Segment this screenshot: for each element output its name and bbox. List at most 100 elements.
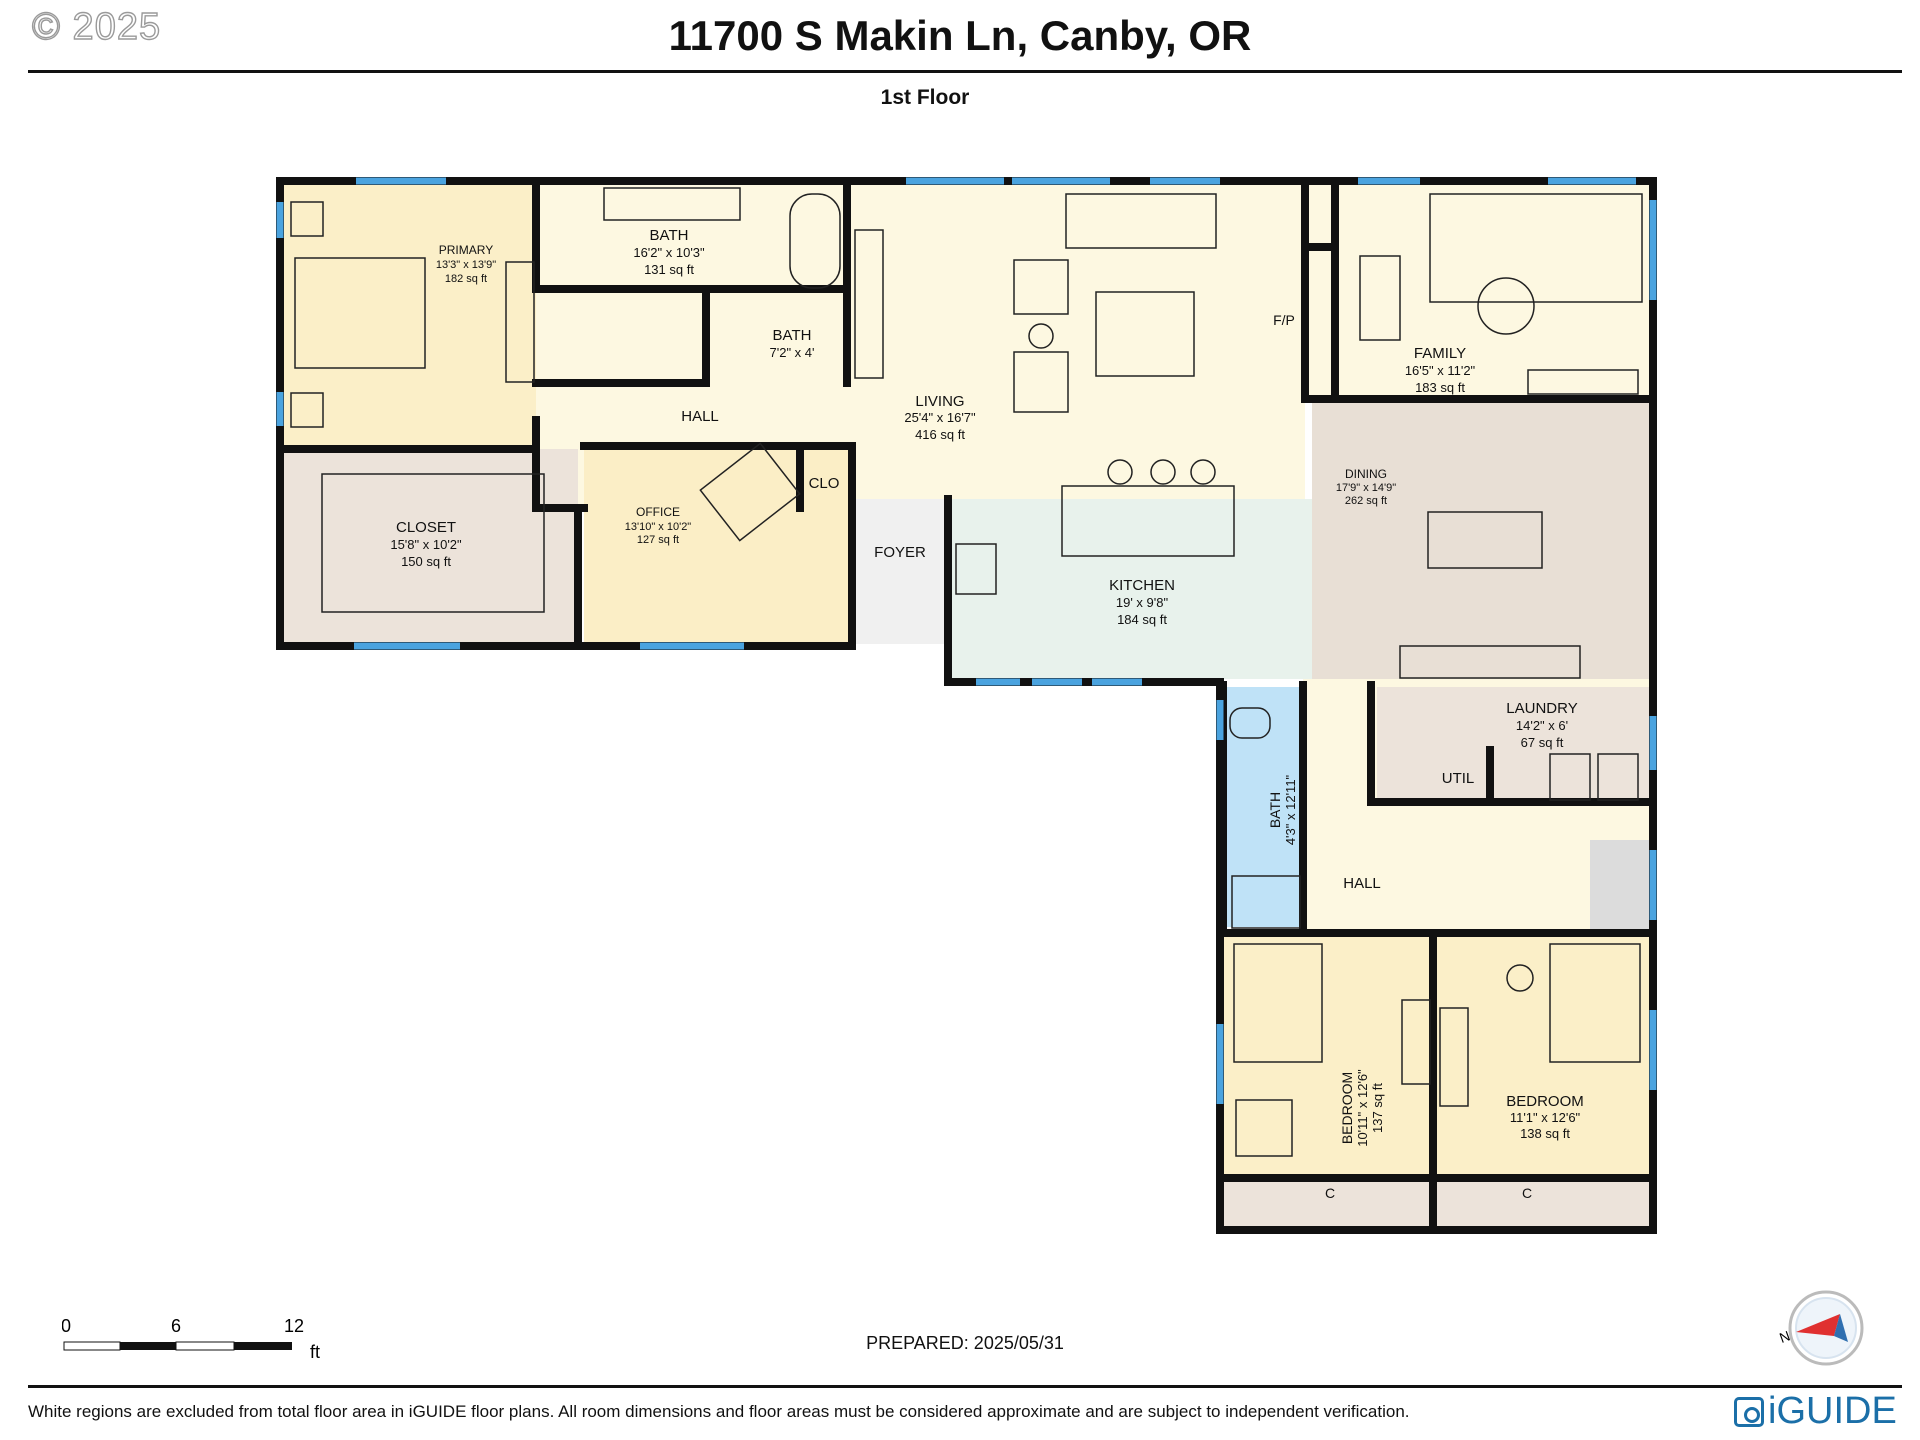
bath3-fill [1223, 687, 1303, 927]
family-fill [1335, 183, 1651, 399]
area-closet: 150 sq ft [401, 554, 451, 569]
label-living: LIVING [915, 393, 964, 410]
dims-bath1: 16'2" x 10'3" [633, 245, 705, 260]
windows [276, 177, 1657, 1104]
shower-bath3 [1231, 875, 1301, 929]
chair-living-2 [1013, 351, 1069, 413]
label-laundry: LAUNDRY [1506, 700, 1577, 717]
kitchen-fill [948, 499, 1312, 679]
dims-bedroom1: 10'11" x 12'6" [1355, 1069, 1370, 1147]
label-office: OFFICE [636, 505, 680, 519]
dining-table [1427, 511, 1543, 569]
interior-walls [278, 179, 952, 650]
dims-bath2: 7'2" x 4' [770, 345, 815, 360]
chair-bedroom1 [1235, 1099, 1293, 1157]
island-kitchen [1061, 485, 1235, 557]
area-kitchen: 184 sq ft [1117, 612, 1167, 627]
office-fill [584, 449, 852, 644]
bedroom2-fill [1437, 937, 1651, 1175]
closet-c1-fill [1223, 1178, 1431, 1228]
side-table-living [1028, 323, 1054, 349]
toilet-bath3 [1229, 707, 1271, 739]
label-foyer: FOYER [874, 544, 926, 561]
label-bath2: BATH [773, 327, 812, 344]
label-hall1: HALL [681, 408, 719, 425]
interior-walls-east [1219, 177, 1655, 1234]
prepared-date: PREPARED: 2025/05/31 [866, 1333, 1064, 1353]
area-primary: 182 sq ft [445, 273, 487, 285]
scale-tick-0: 0 [62, 1316, 71, 1336]
fp-fill [1305, 183, 1335, 399]
label-fp: F/P [1273, 312, 1295, 328]
stool-3 [1190, 459, 1216, 485]
closet-shelf-1 [321, 473, 545, 613]
hall2-grey-fill [1590, 840, 1651, 933]
washer [1549, 753, 1591, 801]
dining-buffet [1399, 645, 1581, 679]
bedroom1-fill [1223, 937, 1431, 1175]
area-bath1: 131 sq ft [644, 262, 694, 277]
nightstand-primary-1 [290, 201, 324, 237]
laundry-fill [1377, 687, 1651, 802]
dims-bedroom2: 11'1" x 12'6" [1510, 1110, 1581, 1125]
label-bath1: BATH [650, 227, 689, 244]
closet-c2-fill [1437, 1178, 1651, 1228]
label-clo: CLO [809, 475, 840, 492]
area-family: 183 sq ft [1415, 380, 1465, 395]
area-bedroom2: 138 sq ft [1520, 1126, 1570, 1141]
coffee-table-family [1359, 255, 1401, 341]
dims-family: 16'5" x 11'2" [1405, 363, 1476, 378]
sectional-family [1429, 193, 1643, 303]
scale-tick-6: 6 [171, 1316, 181, 1336]
header-divider [28, 70, 1902, 73]
area-bedroom1: 137 sq ft [1370, 1083, 1385, 1133]
dims-living: 25'4" x 16'7" [904, 410, 976, 425]
dims-dining: 17'9" x 14'9" [1336, 482, 1396, 494]
office-chair [699, 442, 801, 542]
scale-segment-4 [234, 1342, 292, 1350]
fireplace-hearth [1527, 369, 1639, 395]
area-laundry: 67 sq ft [1521, 735, 1564, 750]
dims-office: 13'10" x 10'2" [625, 521, 692, 533]
furniture [290, 187, 1643, 1157]
label-c1: C [1325, 1185, 1335, 1201]
bed-primary [294, 257, 426, 369]
dims-bath3: 4'3" x 12'11" [1283, 774, 1298, 845]
iguide-brand: iGUIDE [1734, 1390, 1897, 1433]
dims-kitchen: 19' x 9'8" [1116, 595, 1169, 610]
scale-unit: ft [310, 1342, 320, 1362]
dims-primary: 13'3" x 13'9" [436, 259, 496, 271]
label-bedroom1: BEDROOM [1339, 1072, 1355, 1144]
floor-label: 1st Floor [880, 86, 970, 109]
label-c2: C [1522, 1185, 1532, 1201]
disclaimer-text: White regions are excluded from total fl… [28, 1402, 1410, 1421]
label-kitchen: KITCHEN [1109, 577, 1175, 594]
primary-fill [282, 183, 536, 449]
label-dining: DINING [1345, 467, 1387, 481]
table-living [1095, 291, 1195, 377]
room-fills [282, 183, 1651, 1228]
label-hall2: HALL [1343, 875, 1381, 892]
iguide-brand-text: iGUIDE [1768, 1390, 1897, 1432]
dresser-bedroom2 [1439, 1007, 1469, 1107]
property-address-title: 11700 S Makin Ln, Canby, OR [668, 12, 1252, 59]
label-util: UTIL [1442, 770, 1475, 787]
foyer-fill [852, 499, 948, 644]
label-primary: PRIMARY [439, 243, 493, 257]
stool-bedroom2 [1506, 964, 1534, 992]
scale-segment-2 [120, 1342, 176, 1350]
scale-bar: 0 6 12 ft [62, 1316, 320, 1362]
area-office: 127 sq ft [637, 534, 679, 546]
dresser-bedroom1 [1401, 999, 1431, 1085]
copyright-mark: © 2025 [31, 5, 162, 48]
label-bedroom2: BEDROOM [1506, 1093, 1584, 1110]
compass-icon: N [1777, 1290, 1864, 1366]
stool-2 [1150, 459, 1176, 485]
room-labels: PRIMARY 13'3" x 13'9" 182 sq ft BATH 16'… [390, 227, 1583, 1201]
dims-laundry: 14'2" x 6' [1516, 718, 1568, 733]
bed-bedroom1 [1233, 943, 1323, 1063]
scale-tick-12: 12 [284, 1316, 304, 1336]
range-kitchen [955, 543, 997, 595]
round-table-family [1477, 277, 1535, 335]
